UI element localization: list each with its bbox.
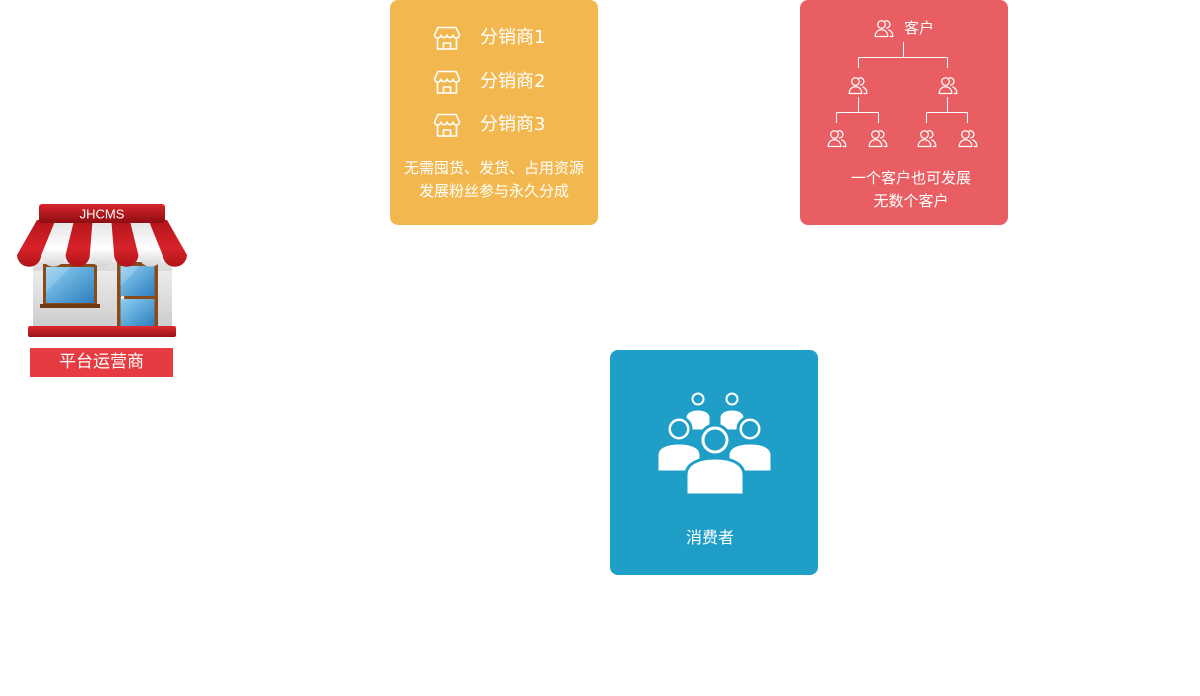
customers-card: 客户 一个客户也可发展 无数个客户: [800, 0, 1008, 225]
store-sign: JHCMS: [39, 204, 165, 223]
customers-description: 一个客户也可发展 无数个客户: [814, 167, 1008, 213]
description-line: 一个客户也可发展: [850, 169, 971, 187]
person-figure: [717, 389, 747, 433]
users-icon: [917, 130, 937, 148]
distributor-label: 分销商2: [480, 71, 546, 92]
storefront-icon: JHCMS: [17, 204, 187, 337]
door-knob: [120, 295, 125, 300]
users-icon: [874, 20, 894, 38]
distributor-row: 分销商2: [433, 68, 583, 96]
distributor-row: 分销商1: [433, 24, 583, 52]
description-line: 无需囤货、发货、占用资源: [403, 159, 584, 177]
customer-tree: [827, 20, 978, 148]
person-figure: [684, 423, 746, 497]
users-icon: [848, 77, 868, 95]
description-line: 发展粉丝参与永久分成: [418, 182, 569, 200]
tree-connectors: [836, 42, 968, 123]
store-sign-text: JHCMS: [80, 207, 125, 222]
store-icon: [433, 26, 461, 50]
people-group-icon: [655, 389, 774, 497]
store-door: [117, 262, 158, 328]
users-icon: [827, 130, 847, 148]
store-awning: [17, 220, 187, 267]
store-window: [40, 264, 100, 308]
users-icon: [868, 130, 888, 148]
distributor-row: 分销商3: [433, 111, 583, 139]
store-icon: [433, 113, 461, 137]
description-line: 无数个客户: [873, 192, 949, 210]
consumers-label: 消费者: [685, 528, 734, 547]
distributors-card: 分销商1 分销商2 分销商3 无需囤货、发货、占用资源 发展粉丝参与永久分成: [390, 0, 598, 225]
operator-label: 平台运营商: [30, 348, 173, 377]
store-icon: [433, 70, 461, 94]
distributor-label: 分销商3: [480, 114, 546, 135]
distributor-label: 分销商1: [480, 27, 546, 48]
store-base: [28, 326, 176, 337]
distributors-description: 无需囤货、发货、占用资源 发展粉丝参与永久分成: [390, 157, 598, 203]
users-icon: [938, 77, 958, 95]
consumers-card: 消费者: [610, 350, 818, 575]
customer-root-label: 客户: [904, 19, 935, 37]
users-icon: [958, 130, 978, 148]
